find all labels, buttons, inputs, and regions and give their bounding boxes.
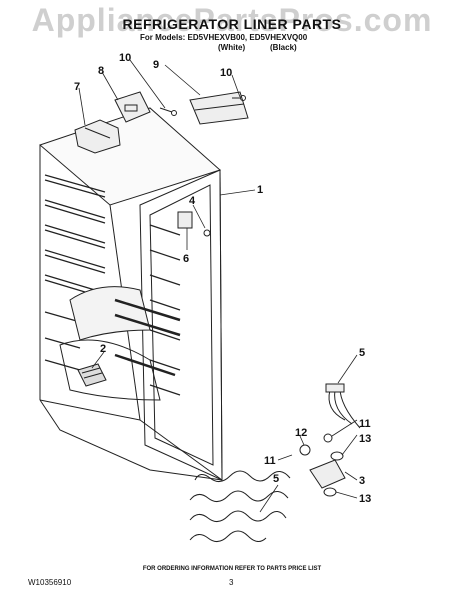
part-5-heater-coil — [189, 470, 291, 542]
part-13-bulb-upper — [330, 451, 344, 461]
callout-label: 5 — [359, 347, 365, 359]
document-number: W10356910 — [28, 578, 72, 587]
part-9-trim-strip — [189, 91, 249, 125]
watermark: AppliancePartsPros.com — [31, 2, 433, 38]
page-number: 3 — [229, 578, 234, 587]
part-4-screw — [203, 229, 211, 237]
callout-label: 12 — [295, 427, 307, 439]
model-list: For Models: ED5VHEXVB00, ED5VHEXVQ00 — [140, 33, 308, 42]
callout-label: 13 — [359, 493, 371, 505]
variant-white-label: (White) — [218, 43, 246, 52]
callout-label: 5 — [273, 473, 279, 485]
screw-10b — [232, 95, 246, 101]
callout-label: 13 — [359, 433, 371, 445]
callout-label: 4 — [189, 195, 196, 207]
callout-label: 7 — [74, 81, 80, 93]
part-2-vent — [77, 363, 107, 387]
ordering-note: FOR ORDERING INFORMATION REFER TO PARTS … — [142, 566, 322, 572]
callout-label: 11 — [264, 455, 276, 467]
part-5-wire-harness — [325, 383, 361, 429]
part-12-washer — [299, 444, 311, 456]
liner-cabinet — [39, 107, 223, 481]
part-3-light-bracket — [309, 459, 346, 489]
part-6-clip — [177, 211, 193, 229]
callout-label: 2 — [100, 343, 106, 355]
callout-label: 10 — [220, 67, 232, 79]
variant-black-label: (Black) — [270, 43, 297, 52]
callout-label: 1 — [257, 184, 263, 196]
screw-10a — [159, 107, 177, 116]
callout-label: 11 — [359, 418, 371, 430]
part-8-bracket — [114, 91, 151, 123]
part-7-light-housing — [74, 119, 121, 154]
callout-label: 8 — [98, 65, 104, 77]
part-11-bushing — [323, 433, 333, 443]
callout-label: 10 — [119, 52, 131, 64]
part-13-bulb-lower — [323, 487, 337, 497]
callout-label: 6 — [183, 253, 189, 265]
callout-label: 3 — [359, 475, 365, 487]
callout-label: 9 — [153, 59, 159, 71]
page-title: REFRIGERATOR LINER PARTS — [122, 16, 342, 32]
